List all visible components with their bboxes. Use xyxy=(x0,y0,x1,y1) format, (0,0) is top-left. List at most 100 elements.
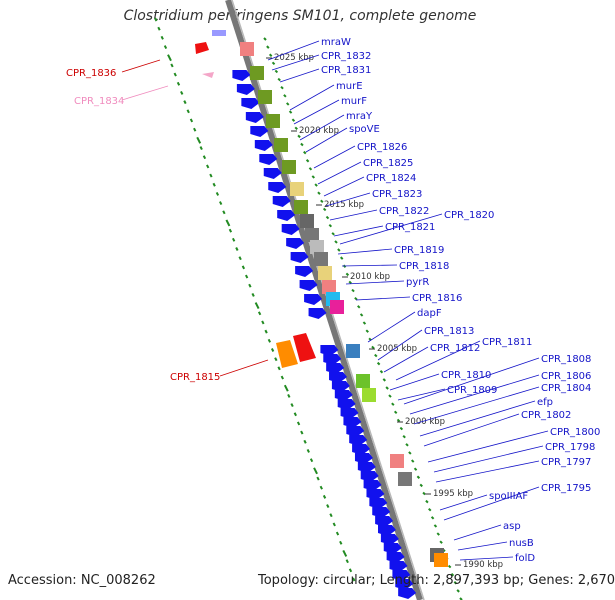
gc-tick xyxy=(391,402,395,406)
gene-arrow xyxy=(386,552,405,563)
gc-tick xyxy=(325,215,330,220)
gene-block xyxy=(434,553,448,567)
gc-tick xyxy=(371,345,375,350)
gene-arrow xyxy=(250,126,269,137)
accession-text: Accession: NC_008262 xyxy=(8,573,156,588)
leader-line xyxy=(219,359,269,377)
gc-tick xyxy=(160,35,164,40)
gc-tick xyxy=(183,100,187,105)
gc-tick xyxy=(199,146,203,150)
gene-label-cpr-1813: CPR_1813 xyxy=(424,326,474,337)
gene-arrow xyxy=(337,399,356,410)
gene-arrow xyxy=(346,426,365,437)
gene-block-cpr1815b xyxy=(293,333,316,362)
gc-tick xyxy=(306,449,310,453)
gc-tick xyxy=(393,410,398,415)
gc-tick xyxy=(332,522,336,527)
backbone-line xyxy=(225,0,423,600)
gc-tick xyxy=(436,532,440,536)
gc-tick xyxy=(274,69,279,74)
gc-tick xyxy=(286,102,290,106)
gene-label-mraw: mraW xyxy=(321,37,351,48)
leader-line xyxy=(403,357,540,405)
gc-tick xyxy=(374,353,378,358)
gc-tick xyxy=(241,265,246,270)
gc-tick xyxy=(365,329,369,333)
gc-tick xyxy=(314,183,318,187)
gc-tick xyxy=(235,247,239,251)
gc-tick xyxy=(385,386,389,390)
gc-tick xyxy=(261,320,265,325)
gene-arrow xyxy=(343,417,362,428)
gc-tick xyxy=(291,118,296,122)
gc-tick xyxy=(439,540,443,544)
gc-tick xyxy=(300,430,304,435)
gc-tick xyxy=(268,53,273,57)
gene-arrow xyxy=(232,70,251,81)
gc-tick xyxy=(264,329,268,334)
gc-tick xyxy=(354,297,358,301)
leader-line xyxy=(305,127,348,153)
kbp-label: 2000 kbp xyxy=(405,417,445,427)
gene-block xyxy=(346,344,360,358)
gene-label-cpr-1824: CPR_1824 xyxy=(366,173,416,184)
gene-block xyxy=(362,388,376,402)
gc-tick xyxy=(244,274,249,279)
leader-line xyxy=(459,556,514,561)
gene-arrow xyxy=(369,498,388,509)
gene-label-asp: asp xyxy=(503,521,521,532)
gene-block xyxy=(310,240,324,254)
gc-tick xyxy=(311,175,315,179)
gc-tick xyxy=(309,458,314,463)
label-leader-lines xyxy=(121,40,549,561)
genome-summary-text: Topology: circular; Length: 2,897,393 bp… xyxy=(258,573,615,588)
gc-tick xyxy=(267,338,272,343)
gc-tick xyxy=(348,280,352,285)
gc-tick xyxy=(405,443,409,447)
leader-line xyxy=(413,386,540,425)
gene-arrow xyxy=(295,266,314,277)
gene-block-cpr1834 xyxy=(202,72,214,78)
gc-tick xyxy=(303,150,307,155)
gc-tick xyxy=(154,17,158,22)
gc-tick xyxy=(206,164,210,169)
gc-tick xyxy=(232,237,236,242)
gene-label-cpr-1825: CPR_1825 xyxy=(363,158,413,169)
leader-line xyxy=(457,541,508,551)
leader-line xyxy=(367,311,416,343)
gc-tick xyxy=(316,476,320,481)
gene-label-cpr-1812: CPR_1812 xyxy=(430,343,480,354)
leader-line xyxy=(383,346,429,373)
gene-arrow xyxy=(363,480,382,491)
gc-tick xyxy=(334,240,338,244)
gc-tick xyxy=(359,313,364,317)
gc-tick xyxy=(157,26,161,31)
gene-arrow xyxy=(286,238,305,249)
gc-tick xyxy=(270,348,275,352)
gc-tick xyxy=(322,207,327,212)
gc-tick xyxy=(396,418,401,423)
gene-block xyxy=(300,214,314,228)
leader-line xyxy=(325,192,371,207)
gc-tick xyxy=(335,531,340,536)
gene-label-cpr-1820: CPR_1820 xyxy=(444,210,494,221)
gc-tick xyxy=(329,513,333,518)
gene-arrow xyxy=(395,579,414,590)
gene-label-cpr-1802: CPR_1802 xyxy=(521,410,571,421)
gc-tick xyxy=(212,182,216,187)
gene-block xyxy=(282,160,296,174)
gene-label-cpr-1806: CPR_1806 xyxy=(541,371,591,382)
leader-line xyxy=(427,430,549,463)
leader-line xyxy=(323,176,365,197)
gene-labels: mraWCPR_1832CPR_1831murEmurFmraYspoVECPR… xyxy=(66,37,600,564)
gc-tick xyxy=(290,403,294,408)
gc-tick xyxy=(313,467,318,475)
gc-tick xyxy=(348,568,353,573)
leader-line xyxy=(397,388,446,401)
kbp-label: 2010 kbp xyxy=(350,272,390,282)
gc-tick xyxy=(331,232,335,236)
leader-line xyxy=(409,374,540,415)
leader-line xyxy=(333,225,384,237)
leader-line xyxy=(443,486,540,521)
